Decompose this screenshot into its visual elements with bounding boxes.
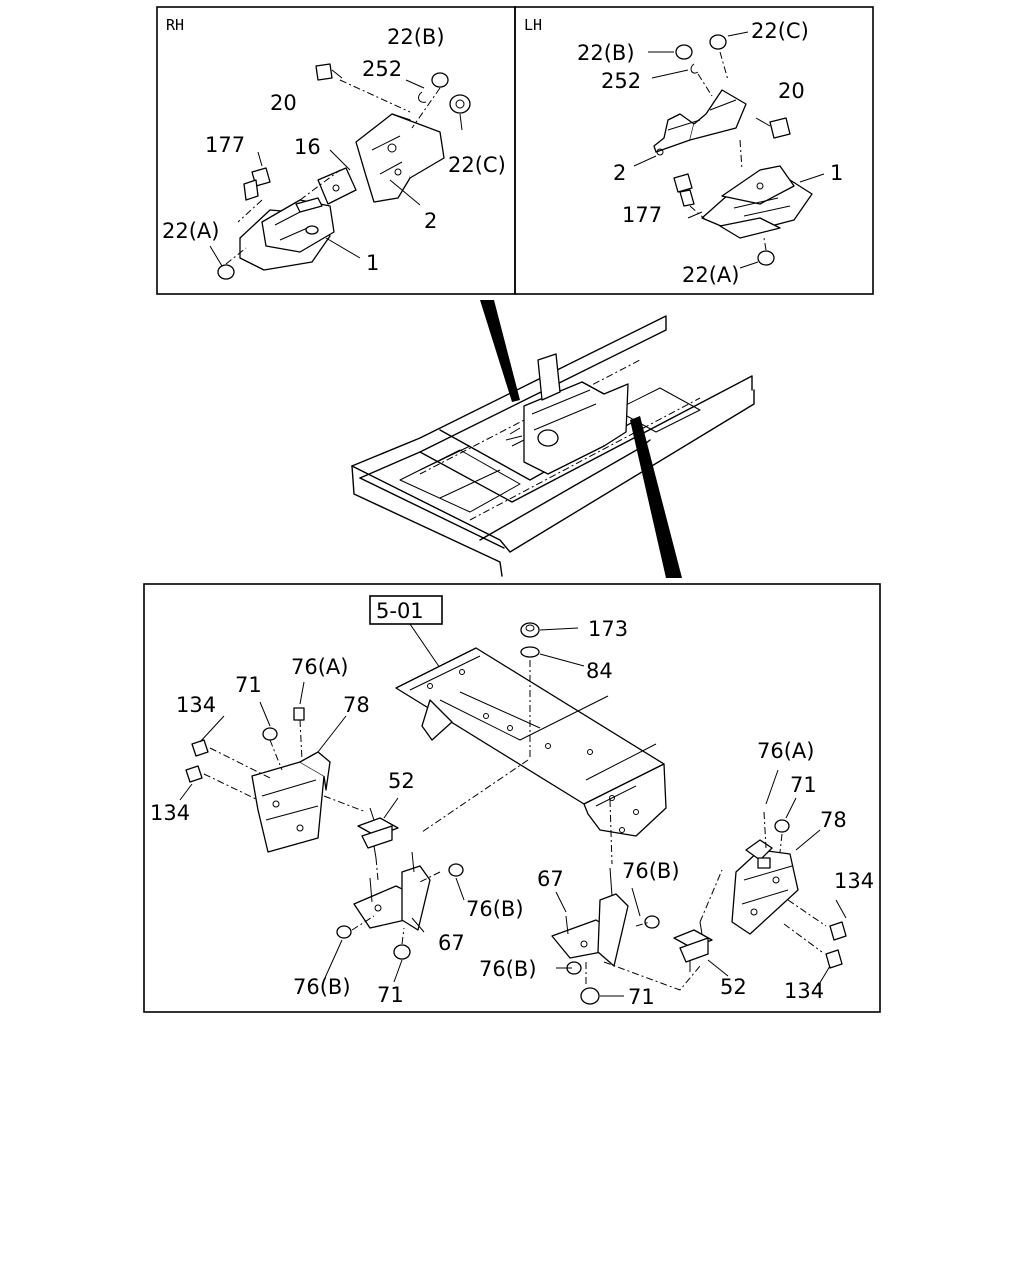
mounts-callout-67-right: 67 xyxy=(537,867,564,891)
bolt-134-lower-left xyxy=(185,765,203,783)
mounts-callout-76b-right-of-67: 76(B) xyxy=(466,897,524,921)
bolt-76a-right xyxy=(757,857,771,869)
reference-box-label: 5-01 xyxy=(376,599,424,623)
right-fasteners xyxy=(566,811,847,1005)
right-bracket-78 xyxy=(731,839,799,935)
engine-block xyxy=(505,353,629,475)
rh-nut-22b xyxy=(431,72,449,88)
rh-panel: RH xyxy=(156,6,516,295)
left-insulator-52 xyxy=(357,807,399,859)
mounts-callout-71-left: 71 xyxy=(235,673,262,697)
lh-bolt-20 xyxy=(755,117,791,139)
rh-bolt-20 xyxy=(315,63,343,81)
nut-71-lower-right xyxy=(580,987,600,1005)
mounts-callout-71-lower-right: 71 xyxy=(628,985,655,1009)
lh-callout-177: 177 xyxy=(622,203,662,227)
left-bracket-78 xyxy=(251,751,331,853)
lh-nut-22c xyxy=(709,34,727,50)
bolt-134-upper-left xyxy=(191,739,209,757)
mounts-callout-76b-lower-right: 76(B) xyxy=(479,957,537,981)
mounts-panel-frame xyxy=(143,583,881,1013)
mounts-callout-78-left: 78 xyxy=(343,693,370,717)
right-insulator-52 xyxy=(673,921,713,972)
mounts-callout-71-right: 71 xyxy=(790,773,817,797)
mounts-callout-134-upper-right: 134 xyxy=(834,869,874,893)
rh-nut-22c xyxy=(449,94,471,114)
rh-bracket-part-2 xyxy=(355,113,445,203)
lh-nut-22a xyxy=(757,250,775,266)
pointer-wedge-lower xyxy=(630,416,682,578)
rh-bolt-177 xyxy=(243,167,271,201)
mounts-callout-78-right: 78 xyxy=(820,808,847,832)
mounts-callout-173: 173 xyxy=(588,617,628,641)
bolt-134-upper-right xyxy=(829,921,847,941)
lh-callout-22a: 22(A) xyxy=(682,263,739,287)
nut-71-right xyxy=(774,819,790,833)
mounts-panel: 5-01 xyxy=(143,583,881,1013)
lh-nut-22b xyxy=(675,44,693,60)
rh-nut-22a xyxy=(217,264,235,280)
pointer-wedge-upper xyxy=(480,300,520,402)
rh-mount-part-1 xyxy=(239,197,335,271)
reference-box-5-01[interactable]: 5-01 xyxy=(369,595,443,625)
nut-71-lower-left xyxy=(393,944,411,960)
lh-bracket-part-2 xyxy=(653,89,747,156)
bolt-76a-left xyxy=(293,707,305,721)
mounts-callout-71-lower-left: 71 xyxy=(377,983,404,1007)
lh-panel-frame xyxy=(514,6,874,295)
rh-callout-2: 2 xyxy=(424,209,437,233)
chassis-overview xyxy=(351,300,755,578)
washer-84 xyxy=(520,646,540,658)
mounts-callout-84: 84 xyxy=(586,659,613,683)
rh-callout-1: 1 xyxy=(366,251,379,275)
rh-callout-16: 16 xyxy=(294,135,321,159)
bolt-76b-right-bracket xyxy=(644,915,660,929)
rh-callout-177: 177 xyxy=(205,133,245,157)
mounts-callout-76b-lower-left: 76(B) xyxy=(293,975,351,999)
left-bracket-67 xyxy=(353,851,431,931)
left-fasteners xyxy=(185,707,464,960)
rh-side-label: RH xyxy=(166,16,184,34)
lh-panel: LH xyxy=(514,6,874,295)
mounts-callout-134-upper-left: 134 xyxy=(176,693,216,717)
rh-clip-252 xyxy=(418,91,427,103)
lh-callout-252: 252 xyxy=(601,69,641,93)
rh-callout-22c: 22(C) xyxy=(448,153,506,177)
right-bracket-67 xyxy=(551,867,629,967)
mounts-callout-76b-right-bracket: 76(B) xyxy=(622,859,680,883)
rh-plate-part-16 xyxy=(317,167,357,205)
lh-clip-252 xyxy=(690,63,699,74)
bolt-134-lower-right xyxy=(825,949,843,969)
mounts-callout-52-left: 52 xyxy=(388,769,415,793)
chassis-frame xyxy=(351,315,755,577)
lh-callout-20: 20 xyxy=(778,79,805,103)
rh-callout-22a: 22(A) xyxy=(162,219,219,243)
mounts-callout-76a-left: 76(A) xyxy=(291,655,348,679)
reference-box-frame xyxy=(369,595,443,625)
mounts-callout-134-lower-left: 134 xyxy=(150,801,190,825)
mounts-callout-67-left: 67 xyxy=(438,931,465,955)
rh-callout-22b: 22(B) xyxy=(387,25,445,49)
mounts-callout-134-lower-right: 134 xyxy=(784,979,824,1003)
lh-callout-2: 2 xyxy=(613,161,626,185)
mounts-callout-52-right: 52 xyxy=(720,975,747,999)
lh-callout-22b: 22(B) xyxy=(577,41,635,65)
lh-bolt-177 xyxy=(673,173,695,207)
lh-mount-part-1 xyxy=(701,165,813,239)
lh-side-label: LH xyxy=(524,16,542,34)
nut-173 xyxy=(520,622,540,638)
crossmember-holes xyxy=(427,669,639,833)
lh-callout-1: 1 xyxy=(830,161,843,185)
mounts-callout-76a-right: 76(A) xyxy=(757,739,814,763)
lh-callout-22c: 22(C) xyxy=(751,19,809,43)
rh-callout-252: 252 xyxy=(362,57,402,81)
nut-71-left xyxy=(262,727,278,741)
bolt-76b-lower-left xyxy=(336,925,352,939)
rh-callout-20: 20 xyxy=(270,91,297,115)
bolt-76b-right-of-67 xyxy=(448,863,464,877)
crossmember xyxy=(395,647,667,837)
